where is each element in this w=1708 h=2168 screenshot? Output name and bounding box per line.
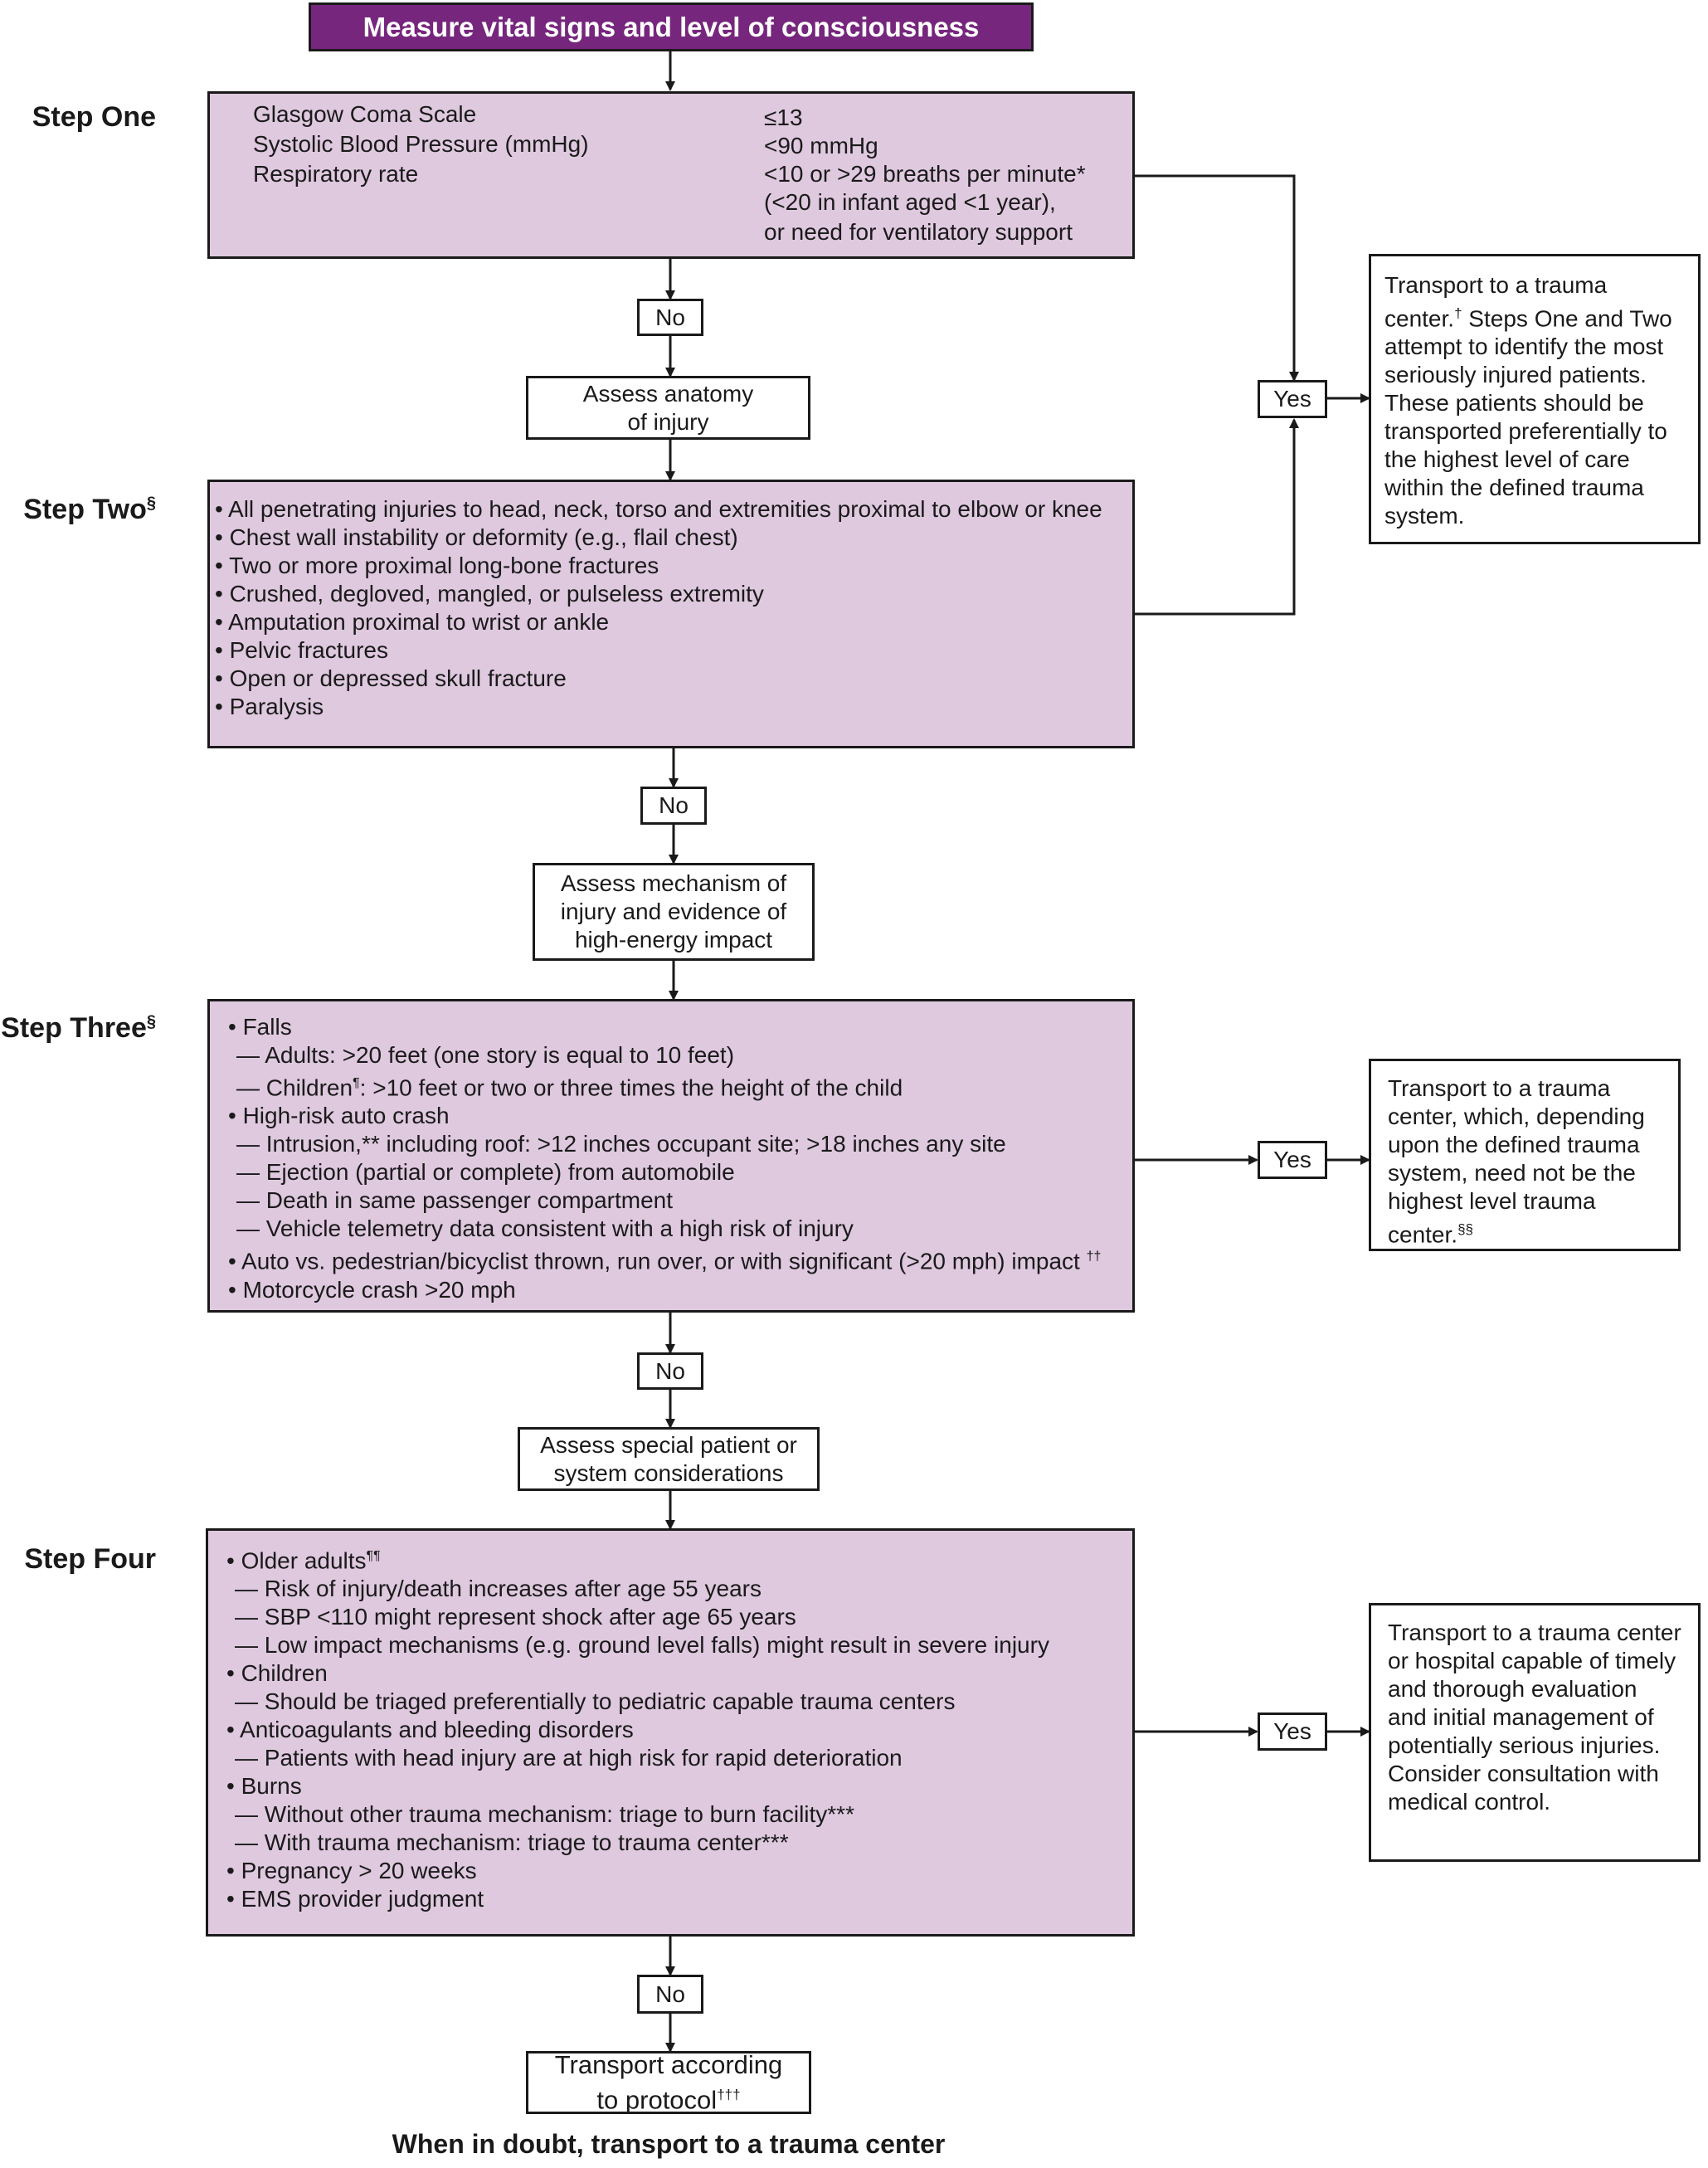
list-item: • Auto vs. pedestrian/bicyclist thrown, … [228,1248,1102,1274]
list-item: • Pregnancy > 20 weeks [226,1858,477,1884]
list-item: • Paralysis [215,694,324,719]
step-three-label: Step Three§ [1,1012,156,1044]
list-item: — Death in same passenger compartment [236,1187,674,1214]
list-item: • Pelvic fractures [215,637,388,663]
list-item: • Children [226,1660,328,1687]
gcs-label: Glasgow Coma Scale [253,101,477,127]
list-item: • Chest wall instability or deformity (e… [215,524,738,550]
rr-infant: (<20 in infant aged <1 year), [764,189,1056,215]
list-item: • Amputation proximal to wrist or ankle [215,609,610,635]
footer-note: When in doubt, transport to a trauma cen… [392,2129,946,2159]
list-item: • EMS provider judgment [226,1886,484,1912]
sbp-label: Systolic Blood Pressure (mmHg) [253,131,589,157]
step-one-label: Step One [32,101,156,133]
list-item: • Older adults¶¶ [226,1547,381,1574]
list-item: • Open or depressed skull fracture [215,665,567,691]
list-item: • Two or more proximal long-bone fractur… [215,553,659,578]
no-box-4: No [637,1975,703,2014]
step-two-label: Step Two§ [23,494,156,525]
list-item: — Adults: >20 feet (one story is equal t… [236,1042,735,1068]
list-item: — Risk of injury/death increases after a… [235,1576,762,1602]
no-box-3: No [637,1352,703,1390]
list-item: — Ejection (partial or complete) from au… [236,1159,735,1186]
list-item: — Children¶: >10 feet or two or three ti… [236,1074,903,1101]
step-four-label: Step Four [24,1543,156,1575]
step-one-box: Glasgow Coma Scale ≤13 Systolic Blood Pr… [207,91,1135,259]
list-item: — Without other trauma mechanism: triage… [235,1801,854,1828]
transport-protocol-box: Transport according to protocol††† [526,2050,811,2114]
list-item: — Low impact mechanisms (e.g. ground lev… [235,1632,1049,1659]
step-two-box: • All penetrating injuries to head, neck… [207,480,1135,748]
yes-box-3: Yes [1258,1712,1327,1751]
yes-box-1: Yes [1258,380,1327,418]
list-item: — With trauma mechanism: triage to traum… [235,1829,789,1856]
rr-ventilatory: or need for ventilatory support [764,219,1073,245]
list-item: — Patients with head injury are at high … [235,1745,903,1771]
gcs-value: ≤13 [764,105,803,130]
rr-value: <10 or >29 breaths per minute* [764,161,1086,187]
list-item: — Should be triaged preferentially to pe… [235,1688,956,1715]
rr-label: Respiratory rate [253,161,419,187]
header-box: Measure vital signs and level of conscio… [309,2,1034,51]
list-item: • Anticoagulants and bleeding disorders [226,1717,634,1743]
yes-box-2: Yes [1258,1141,1327,1179]
list-item: — Vehicle telemetry data consistent with… [236,1216,854,1242]
step-four-box: • Older adults¶¶ — Risk of injury/death … [206,1528,1135,1937]
header-title: Measure vital signs and level of conscio… [363,11,980,42]
no-box-2: No [640,787,707,825]
outcome-box-step-four: Transport to a trauma center or hospital… [1369,1603,1701,1862]
assess-anatomy-box: Assess anatomy of injury [526,376,810,440]
sbp-value: <90 mmHg [764,133,878,158]
no-box-1: No [637,299,703,336]
outcome-box-steps-one-two: Transport to a trauma center.† Steps One… [1369,254,1701,544]
list-item: — Intrusion,** including roof: >12 inche… [236,1131,1006,1157]
list-item: • Crushed, degloved, mangled, or pulsele… [215,581,764,607]
list-item: • Burns [226,1773,302,1800]
list-item: • Motorcycle crash >20 mph [228,1276,516,1303]
list-item: • High-risk auto crash [228,1103,450,1129]
list-item: • Falls [228,1014,292,1040]
outcome-box-step-three: Transport to a trauma center, which, dep… [1369,1059,1681,1251]
assess-special-box: Assess special patient or system conside… [518,1427,820,1491]
assess-mechanism-box: Assess mechanism of injury and evidence … [533,863,815,961]
step-three-box: • Falls — Adults: >20 feet (one story is… [207,999,1135,1313]
list-item: • All penetrating injuries to head, neck… [215,496,1102,522]
list-item: — SBP <110 might represent shock after a… [235,1604,796,1630]
